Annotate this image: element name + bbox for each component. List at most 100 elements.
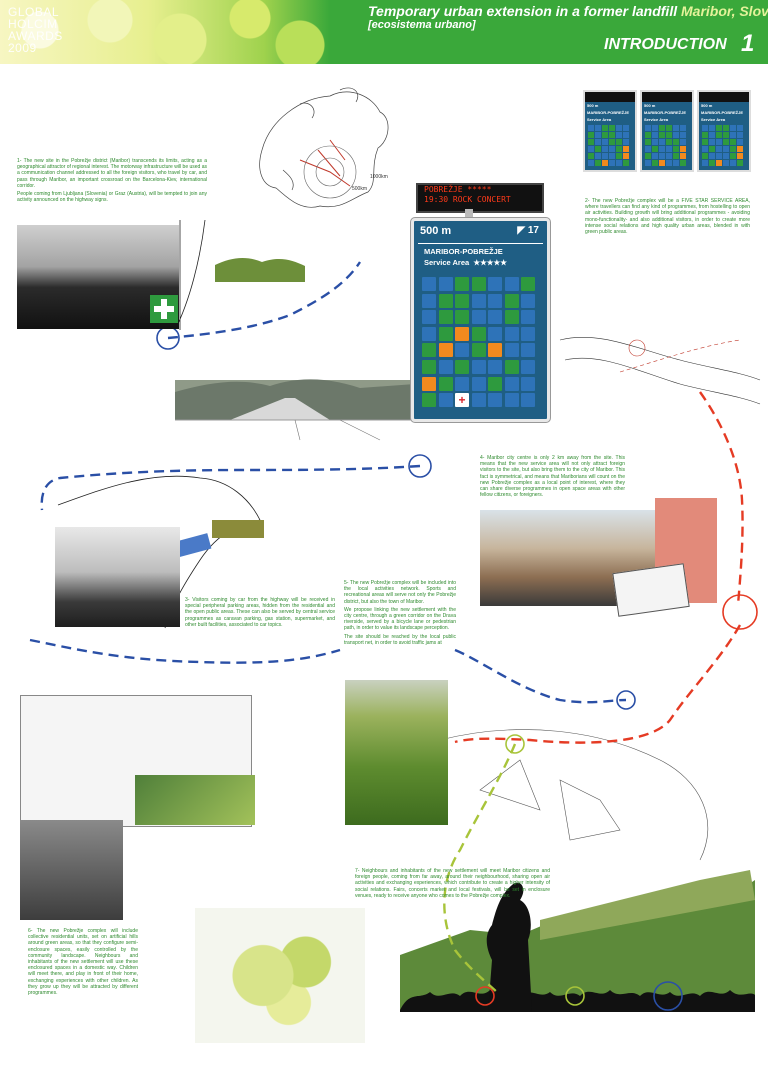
mini-pictogram-icon	[709, 125, 715, 131]
service-pictogram-icon	[422, 343, 436, 358]
mini-pictogram-icon	[723, 160, 729, 166]
mini-pictogram-icon	[609, 125, 615, 131]
service-pictogram-icon	[471, 359, 486, 374]
mini-pictogram-icon	[588, 132, 594, 138]
service-pictogram-icon	[438, 310, 453, 325]
small-signs-group: 500 m MARIBOR-POBREŽJE Service Area 500 …	[583, 90, 753, 190]
small-sign: 500 m MARIBOR-POBREŽJE Service Area	[640, 90, 694, 172]
mini-pictogram-icon	[666, 125, 672, 131]
mini-pictogram-icon	[673, 153, 679, 159]
mini-pictogram-icon	[645, 153, 651, 159]
exit-icon: ◤	[517, 225, 528, 236]
service-pictogram-icon	[455, 326, 469, 341]
small-sign-area: Service Area	[644, 117, 669, 122]
mini-pictogram-icon	[680, 146, 686, 152]
service-pictogram-icon	[438, 277, 453, 291]
mini-pictogram-icon	[730, 146, 736, 152]
page-subtitle: [ecosistema urbano]	[368, 19, 476, 31]
sign-exit-number: 17	[527, 225, 539, 236]
mini-pictogram-icon	[609, 160, 615, 166]
page-title: Temporary urban extension in a former la…	[368, 3, 768, 19]
service-pictogram-icon	[422, 310, 436, 325]
service-pictogram-icon	[504, 359, 519, 374]
car-interior-photo-2	[55, 527, 180, 627]
route-green	[443, 743, 517, 996]
text-block-1: 1- The new site in the Pobrežje district…	[17, 158, 207, 205]
text-5-para-1: 5- The new Pobrežje complex will be incl…	[344, 580, 456, 605]
mini-pictogram-icon	[595, 132, 601, 138]
mini-pictogram-icon	[659, 139, 665, 145]
service-pictogram-icon	[504, 393, 519, 408]
highway-landscape	[175, 379, 415, 441]
mini-pictogram-icon	[673, 139, 679, 145]
small-sign-icons	[585, 123, 635, 168]
mini-pictogram-icon	[616, 125, 622, 131]
mini-pictogram-icon	[609, 132, 615, 138]
mini-pictogram-icon	[602, 132, 608, 138]
mini-pictogram-icon	[659, 153, 665, 159]
service-pictogram-icon	[504, 376, 519, 391]
service-pictogram-icon	[455, 277, 469, 291]
service-pictogram-icon	[438, 326, 453, 341]
mini-pictogram-icon	[737, 153, 743, 159]
mini-pictogram-icon	[602, 139, 608, 145]
mini-pictogram-icon	[737, 132, 743, 138]
award-logo: GLOBAL HOLCIM AWARDS 2009	[8, 5, 63, 55]
service-pictogram-icon	[471, 393, 486, 408]
mini-pictogram-icon	[645, 125, 651, 131]
service-pictogram-icon	[455, 343, 469, 358]
text-block-2: 2- The new Pobrežje complex will be a FI…	[585, 198, 750, 237]
mini-pictogram-icon	[723, 146, 729, 152]
cyclists-photo	[345, 680, 448, 825]
text-1-para-1: 1- The new site in the Pobrežje district…	[17, 158, 208, 189]
mini-pictogram-icon	[716, 139, 722, 145]
service-pictogram-icon	[438, 393, 453, 408]
mini-pictogram-icon	[680, 153, 686, 159]
service-pictogram-icon	[422, 376, 436, 391]
service-pictogram-icon	[488, 326, 502, 341]
small-sign: 500 m MARIBOR-POBREŽJE Service Area	[583, 90, 637, 172]
service-pictogram-icon	[521, 326, 535, 341]
service-pictogram-icon	[488, 343, 502, 358]
mini-pictogram-icon	[659, 146, 665, 152]
mini-pictogram-icon	[716, 146, 722, 152]
service-pictogram-icon	[488, 359, 502, 374]
small-sign: 500 m MARIBOR-POBREŽJE Service Area	[697, 90, 751, 172]
map-label-1000km: 1000km	[370, 174, 388, 180]
mini-pictogram-icon	[659, 160, 665, 166]
service-pictogram-icon	[471, 343, 486, 358]
small-sign-distance: 500 m	[587, 103, 599, 108]
sign-post	[465, 209, 473, 219]
mini-pictogram-icon	[595, 139, 601, 145]
mini-pictogram-icon	[588, 125, 594, 131]
mini-pictogram-icon	[737, 146, 743, 152]
service-pictogram-icon	[521, 293, 535, 308]
small-sign-distance: 500 m	[701, 103, 713, 108]
mini-pictogram-icon	[666, 153, 672, 159]
service-pictogram-icon	[471, 310, 486, 325]
mini-pictogram-icon	[709, 139, 715, 145]
service-pictogram-icon	[521, 393, 535, 408]
section-title: INTRODUCTION	[604, 36, 727, 53]
girl-armchair-photo	[20, 820, 123, 920]
mini-pictogram-icon	[737, 125, 743, 131]
mini-pictogram-icon	[609, 153, 615, 159]
mini-pictogram-icon	[588, 146, 594, 152]
mini-pictogram-icon	[716, 160, 722, 166]
sign-name: MARIBOR-POBREŽJE	[424, 247, 503, 256]
service-pictogram-icon	[488, 277, 502, 291]
service-pictogram-icon	[488, 310, 502, 325]
service-pictogram-icon	[504, 293, 519, 308]
small-sign-distance: 500 m	[644, 103, 656, 108]
service-pictogram-icon	[455, 293, 469, 308]
service-pictogram-icon	[504, 277, 519, 291]
mini-pictogram-icon	[709, 146, 715, 152]
service-pictogram-icon	[455, 376, 469, 391]
text-3-para-1: 3- Visitors coming by car from the highw…	[185, 597, 335, 628]
mini-pictogram-icon	[645, 132, 651, 138]
mini-pictogram-icon	[723, 153, 729, 159]
sign-area: Service Area ★★★★★	[424, 258, 507, 267]
mini-pictogram-icon	[623, 132, 629, 138]
service-pictogram-icon	[422, 359, 436, 374]
